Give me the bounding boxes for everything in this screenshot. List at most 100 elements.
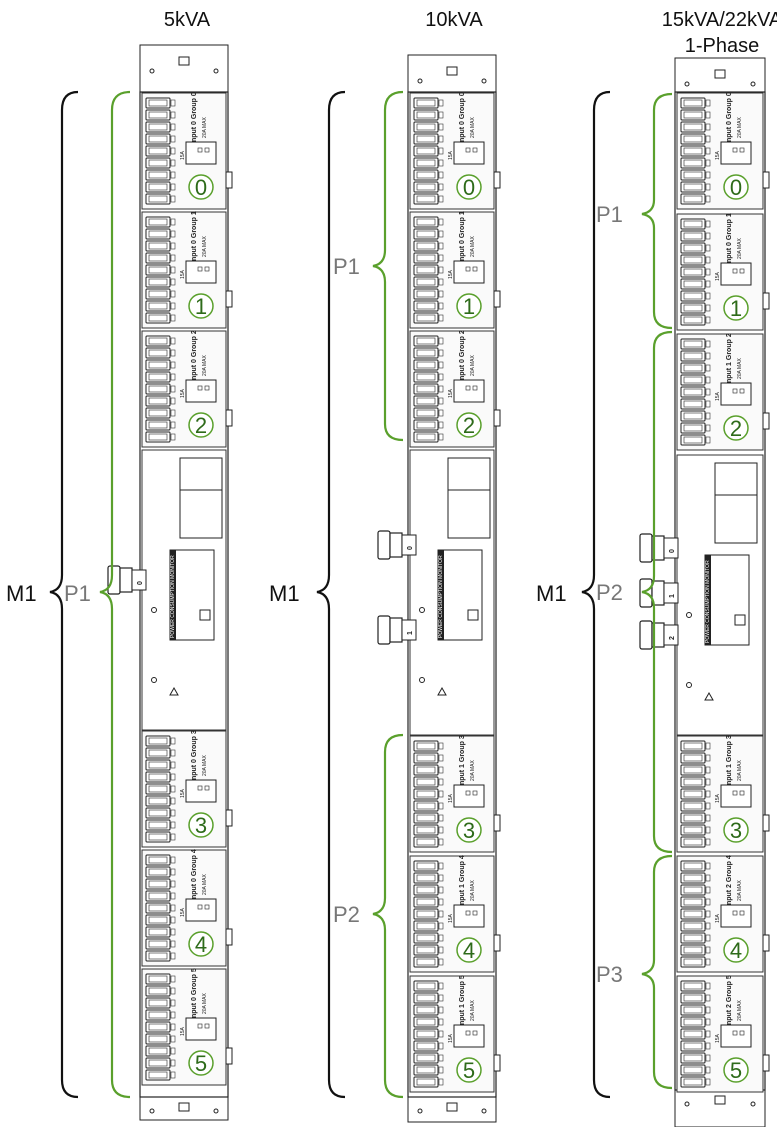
breaker-switch-icon (197, 1023, 203, 1029)
outlet-socket-icon (683, 376, 703, 384)
breaker-rating-text: 15A (715, 793, 721, 803)
breaker-switch-icon (204, 147, 210, 153)
outlet-led-icon (170, 218, 176, 226)
outlet-led-icon (438, 994, 444, 1002)
breaker-rating-text: 15A (715, 1033, 721, 1043)
group-label-text: Input 0 Group 1 (191, 211, 198, 263)
group-rating-text: 20A MAX (202, 873, 208, 895)
c13-outlet-icon (413, 181, 439, 193)
c13-outlet-icon (413, 980, 439, 992)
outlet-led-icon (705, 934, 711, 942)
outlet-led-icon (438, 1006, 444, 1014)
outlet-led-icon (170, 266, 176, 274)
outlet-led-icon (438, 242, 444, 250)
monitor-port-icon (467, 609, 479, 621)
mount-slot-icon (446, 66, 458, 76)
c13-outlet-icon (145, 431, 171, 443)
outlet-socket-icon (148, 833, 168, 841)
outlet-socket-icon (683, 1030, 703, 1038)
outlet-led-icon (705, 874, 711, 882)
cord-connector-icon (389, 617, 403, 643)
group-number-badge (188, 1050, 214, 1076)
outlet-led-icon (170, 171, 176, 179)
outlet-led-icon (170, 421, 176, 429)
group-rating-text: 20A MAX (202, 754, 208, 776)
outlet-led-icon (705, 886, 711, 894)
c13-outlet-icon (680, 266, 706, 278)
outlet-socket-icon (683, 352, 703, 360)
outlet-socket-icon (683, 766, 703, 774)
outlet-socket-icon (148, 373, 168, 381)
outlet-socket-icon (416, 159, 436, 167)
c13-outlet-icon (680, 434, 706, 446)
group-number-badge (456, 1057, 482, 1083)
outlet-socket-icon (148, 159, 168, 167)
c13-outlet-icon (413, 193, 439, 205)
outlet-led-icon (170, 868, 176, 876)
cord-gland-icon (377, 530, 391, 560)
outlet-led-icon (705, 292, 711, 300)
outlet-socket-icon (416, 958, 436, 966)
c13-outlet-icon (413, 216, 439, 228)
outlet-led-icon (705, 742, 711, 750)
outlet-led-icon (438, 278, 444, 286)
outlet-socket-icon (148, 409, 168, 417)
group-rating-text: 20A MAX (737, 357, 743, 379)
outlet-led-icon (170, 880, 176, 888)
outlet-socket-icon (416, 433, 436, 441)
input-number-text: 0 (137, 581, 144, 585)
c13-outlet-icon (680, 302, 706, 314)
c13-outlet-icon (680, 254, 706, 266)
outlet-led-icon (438, 982, 444, 990)
outlet-led-icon (438, 147, 444, 155)
outlet-socket-icon (148, 880, 168, 888)
group-label-text: Input 2 Group 5 (726, 975, 733, 1027)
monitor-label-text: POWER CONSUMPTION MONITOR (705, 560, 711, 643)
outlet-socket-icon (148, 916, 168, 924)
c13-outlet-icon (413, 407, 439, 419)
outlet-led-icon (705, 316, 711, 324)
c13-outlet-icon (145, 1009, 171, 1021)
outlet-led-icon (438, 266, 444, 274)
outlet-socket-icon (416, 349, 436, 357)
c13-outlet-icon (145, 133, 171, 145)
outlet-socket-icon (683, 436, 703, 444)
outlet-socket-icon (683, 304, 703, 312)
outlet-socket-icon (148, 773, 168, 781)
outlet-socket-icon (683, 280, 703, 288)
outlet-led-icon (170, 397, 176, 405)
outlet-led-icon (705, 352, 711, 360)
screw-hole-icon (417, 78, 423, 84)
outlet-led-icon (170, 928, 176, 936)
side-latch-icon (762, 814, 770, 832)
group-number-text: 1 (730, 296, 742, 321)
outlet-socket-icon (683, 946, 703, 954)
outlet-led-icon (170, 975, 176, 983)
p1-brace-10kva (372, 90, 404, 442)
c13-outlet-icon (413, 276, 439, 288)
outlet-led-icon (170, 254, 176, 262)
c13-outlet-icon (680, 1004, 706, 1016)
outlet-socket-icon (148, 952, 168, 960)
outlet-socket-icon (416, 230, 436, 238)
c13-outlet-icon (680, 884, 706, 896)
cord-housing-icon (131, 569, 147, 591)
c13-outlet-icon (680, 398, 706, 410)
outlet-socket-icon (148, 749, 168, 757)
mount-hole-icon (151, 677, 157, 683)
outlet-socket-icon (683, 1054, 703, 1062)
outlet-led-icon (705, 1018, 711, 1026)
side-latch-icon (493, 1054, 501, 1072)
label-plate (179, 457, 223, 539)
group-number-text: 0 (195, 175, 207, 200)
m1-label-10kva: M1 (269, 581, 300, 606)
outlet-led-icon (705, 1006, 711, 1014)
outlet-socket-icon (148, 123, 168, 131)
breaker-rating-text: 15A (448, 269, 454, 279)
